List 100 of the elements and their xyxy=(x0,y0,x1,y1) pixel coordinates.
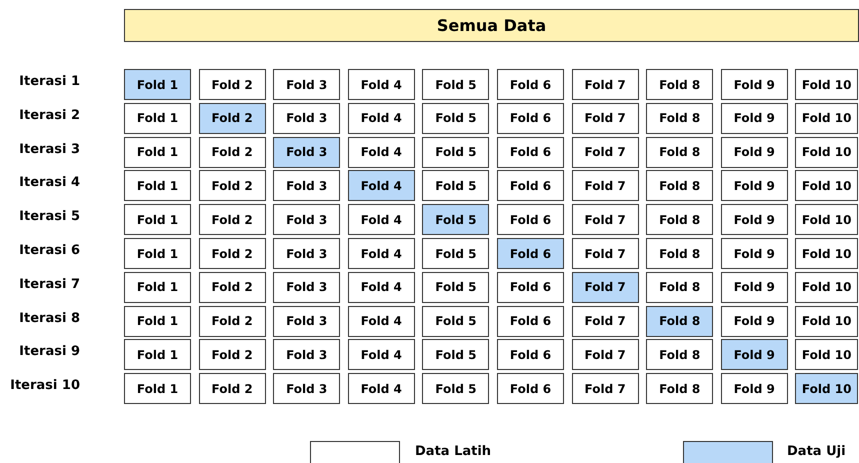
fold-box xyxy=(795,69,858,100)
fold-label: Fold 10 xyxy=(802,382,852,396)
fold-label: Fold 3 xyxy=(286,178,328,193)
fold-label: Fold 10 xyxy=(802,111,852,126)
fold-box xyxy=(720,102,788,134)
fold-box xyxy=(348,102,415,134)
fold-box xyxy=(795,373,858,404)
fold-box xyxy=(497,136,564,168)
fold-box xyxy=(572,136,639,168)
fold-label: Fold 10 xyxy=(802,212,852,227)
fold-label: Fold 9 xyxy=(734,178,775,193)
fold-box xyxy=(124,238,191,269)
fold-box xyxy=(124,204,191,236)
fold-label: Fold 6 xyxy=(510,78,552,92)
fold-box xyxy=(497,204,564,236)
fold-label: Fold 8 xyxy=(659,212,700,227)
fold-label: Fold 4 xyxy=(360,178,402,193)
fold-box xyxy=(572,69,639,100)
fold-box xyxy=(273,306,340,337)
fold-box xyxy=(348,373,415,404)
row-label: Iterasi 3 xyxy=(19,142,80,157)
fold-box xyxy=(497,170,564,202)
fold-label: Fold 2 xyxy=(212,314,253,328)
fold-box xyxy=(273,272,340,303)
fold-label: Fold 2 xyxy=(212,246,253,260)
fold-box xyxy=(348,339,415,370)
fold-box xyxy=(124,136,191,168)
fold-label: Fold 1 xyxy=(136,280,178,294)
fold-box xyxy=(422,339,490,370)
fold-label: Fold 3 xyxy=(286,78,328,92)
row-label: Iterasi 9 xyxy=(19,344,80,360)
fold-label: Fold 4 xyxy=(360,382,402,396)
fold-label: Fold 6 xyxy=(510,280,552,294)
fold-label: Fold 7 xyxy=(584,314,626,328)
fold-label: Fold 6 xyxy=(510,111,552,126)
fold-box xyxy=(198,373,266,404)
fold-box xyxy=(273,339,340,370)
fold-label: Fold 7 xyxy=(584,280,626,294)
fold-box xyxy=(348,272,415,303)
fold-box xyxy=(572,373,639,404)
fold-label: Fold 6 xyxy=(510,314,552,328)
fold-box xyxy=(572,238,639,269)
fold-box xyxy=(273,102,340,134)
fold-box xyxy=(646,272,714,303)
fold-label: Fold 6 xyxy=(510,348,552,362)
fold-box xyxy=(720,238,788,269)
fold-label: Fold 3 xyxy=(286,382,328,396)
fold-box xyxy=(422,373,490,404)
fold-box xyxy=(497,69,564,100)
fold-label: Fold 5 xyxy=(435,78,476,92)
fold-box xyxy=(720,339,788,370)
fold-label: Fold 7 xyxy=(584,178,626,193)
fold-box xyxy=(422,102,490,134)
fold-label: Fold 9 xyxy=(734,280,775,294)
fold-box xyxy=(273,204,340,236)
fold-label: Fold 4 xyxy=(360,348,402,362)
fold-box xyxy=(198,102,266,134)
fold-box xyxy=(795,272,858,303)
fold-box xyxy=(124,306,191,337)
fold-box xyxy=(646,238,714,269)
fold-box xyxy=(497,373,564,404)
fold-box xyxy=(795,204,858,236)
row-label: Iterasi 5 xyxy=(19,209,80,224)
fold-label: Fold 2 xyxy=(212,212,253,227)
row-label: Iterasi 8 xyxy=(19,310,80,326)
fold-box xyxy=(422,272,490,303)
fold-box xyxy=(720,204,788,236)
fold-label: Fold 8 xyxy=(659,178,700,193)
fold-label: Fold 1 xyxy=(136,78,178,92)
fold-label: Fold 5 xyxy=(435,280,476,294)
fold-box xyxy=(348,204,415,236)
fold-label: Fold 6 xyxy=(510,382,552,396)
fold-box xyxy=(646,136,714,168)
fold-label: Fold 8 xyxy=(659,382,700,396)
fold-box xyxy=(124,170,191,202)
fold-box xyxy=(497,339,564,370)
fold-label: Fold 3 xyxy=(286,314,328,328)
row-label: Iterasi 4 xyxy=(19,175,80,190)
fold-box xyxy=(795,170,858,202)
fold-label: Fold 3 xyxy=(286,145,328,160)
fold-label: Fold 4 xyxy=(360,280,402,294)
fold-label: Fold 3 xyxy=(286,212,328,227)
fold-box xyxy=(646,69,714,100)
fold-label: Fold 4 xyxy=(360,246,402,260)
fold-label: Fold 2 xyxy=(212,145,253,160)
fold-box xyxy=(646,373,714,404)
row-label: Iterasi 7 xyxy=(19,276,80,292)
fold-label: Fold 10 xyxy=(802,348,852,362)
fold-box xyxy=(273,238,340,269)
fold-label: Fold 1 xyxy=(136,348,178,362)
fold-box xyxy=(572,306,639,337)
fold-box xyxy=(124,373,191,404)
fold-label: Fold 5 xyxy=(435,348,476,362)
legend-label: Data Latih xyxy=(415,444,492,459)
fold-box xyxy=(422,170,490,202)
fold-box xyxy=(198,204,266,236)
fold-box xyxy=(795,238,858,269)
fold-box xyxy=(198,69,266,100)
fold-box xyxy=(572,272,639,303)
fold-label: Fold 5 xyxy=(435,178,476,193)
